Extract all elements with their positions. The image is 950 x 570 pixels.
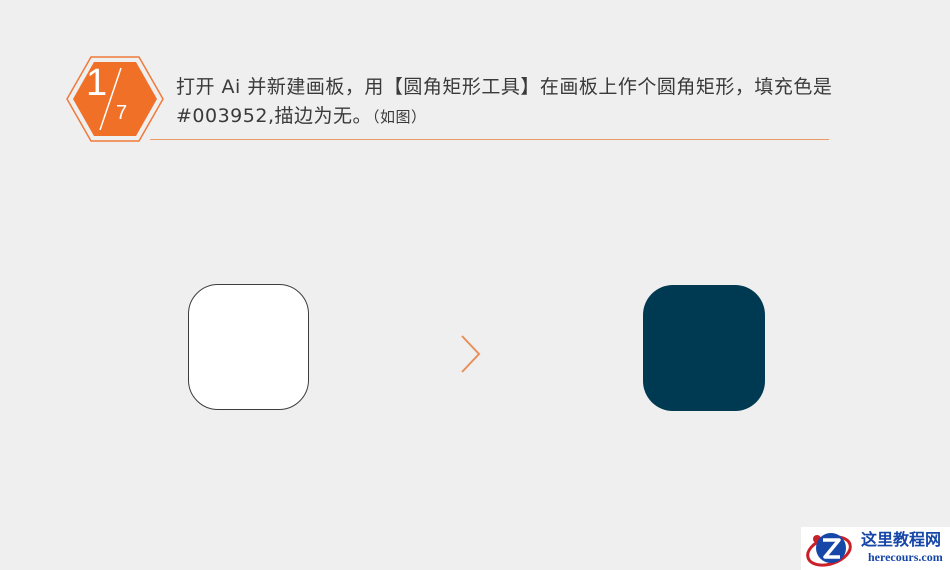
title-underline — [150, 139, 829, 140]
watermark-url: herecours.com — [868, 550, 943, 564]
step-badge: 1 7 — [66, 56, 164, 142]
chevron-right-icon — [461, 335, 481, 373]
hexagon-badge-icon — [66, 56, 164, 142]
instruction-note: （如图） — [372, 108, 427, 126]
site-logo-icon — [806, 533, 852, 567]
instruction-text: 打开 Ai 并新建画板，用【圆角矩形工具】在画板上作个圆角矩形，填充色是 #00… — [176, 73, 836, 132]
rounded-rect-outline — [188, 284, 309, 410]
rounded-rect-filled — [643, 285, 765, 411]
site-watermark: 这里教程网 herecours.com — [801, 527, 950, 570]
instruction-body: 打开 Ai 并新建画板，用【圆角矩形工具】在画板上作个圆角矩形，填充色是 #00… — [176, 76, 833, 127]
step-current: 1 — [86, 62, 108, 104]
step-total: 7 — [116, 102, 128, 124]
watermark-site-name: 这里教程网 — [861, 530, 942, 549]
